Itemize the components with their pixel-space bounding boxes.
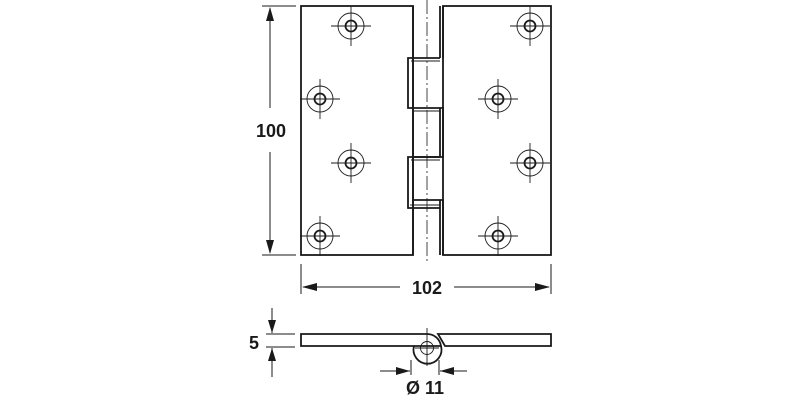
- screw-hole-icon: [331, 6, 371, 46]
- arrow-up-icon: [266, 7, 274, 21]
- front-view: 100 102: [256, 0, 552, 298]
- arrow-right-icon: [535, 283, 550, 291]
- right-leaf-profile: [436, 333, 552, 347]
- side-view: 5 Ø 11: [249, 308, 552, 398]
- knuckle-profile: [412, 345, 443, 365]
- left-leaf: [300, 5, 414, 256]
- arrow-left-icon: [302, 283, 317, 291]
- right-leaf: [442, 5, 552, 256]
- diameter-dimension: Ø 11: [380, 360, 467, 398]
- screw-hole-icon: [510, 143, 550, 183]
- arrow-left-icon: [440, 367, 454, 375]
- screw-hole-icon: [300, 79, 340, 119]
- screw-hole-icon: [510, 6, 550, 46]
- left-leaf-profile: [300, 333, 443, 347]
- screw-holes-left: [300, 6, 371, 256]
- arrow-right-icon: [396, 367, 410, 375]
- height-label: 100: [256, 121, 286, 141]
- screw-hole-icon: [300, 216, 340, 256]
- screw-hole-icon: [478, 79, 518, 119]
- width-dimension: 102: [300, 264, 552, 298]
- knuckle-strip: [407, 0, 444, 262]
- screw-hole-icon: [331, 143, 371, 183]
- height-dimension: 100: [256, 5, 296, 256]
- arrow-up-icon: [268, 348, 276, 361]
- screw-holes-right: [478, 6, 550, 256]
- arrow-down-icon: [266, 240, 274, 254]
- thickness-label: 5: [249, 333, 259, 353]
- width-label: 102: [412, 278, 442, 298]
- thickness-dimension: 5: [249, 308, 295, 377]
- diameter-label: Ø 11: [406, 378, 444, 398]
- arrow-down-icon: [268, 320, 276, 333]
- screw-hole-icon: [478, 216, 518, 256]
